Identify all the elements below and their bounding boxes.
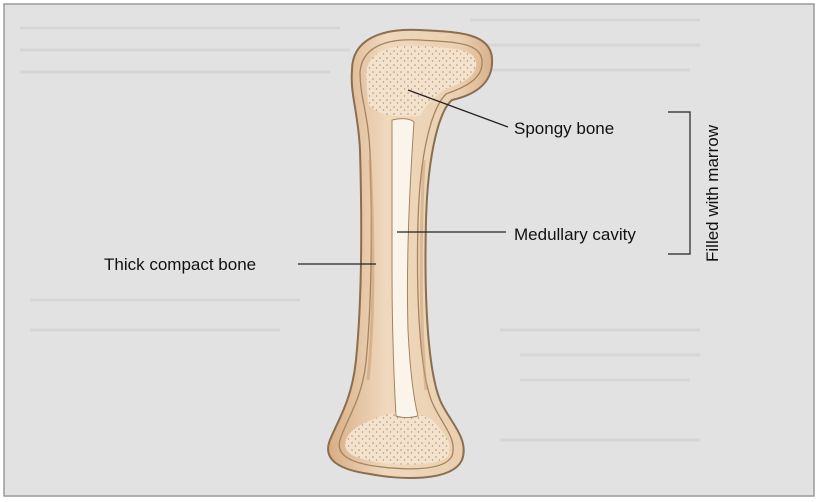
label-medullary-cavity: Medullary cavity bbox=[514, 225, 636, 244]
label-spongy-bone: Spongy bone bbox=[514, 119, 614, 138]
label-thick-compact-bone: Thick compact bone bbox=[104, 255, 256, 274]
label-filled-with-marrow: Filled with marrow bbox=[703, 124, 722, 262]
